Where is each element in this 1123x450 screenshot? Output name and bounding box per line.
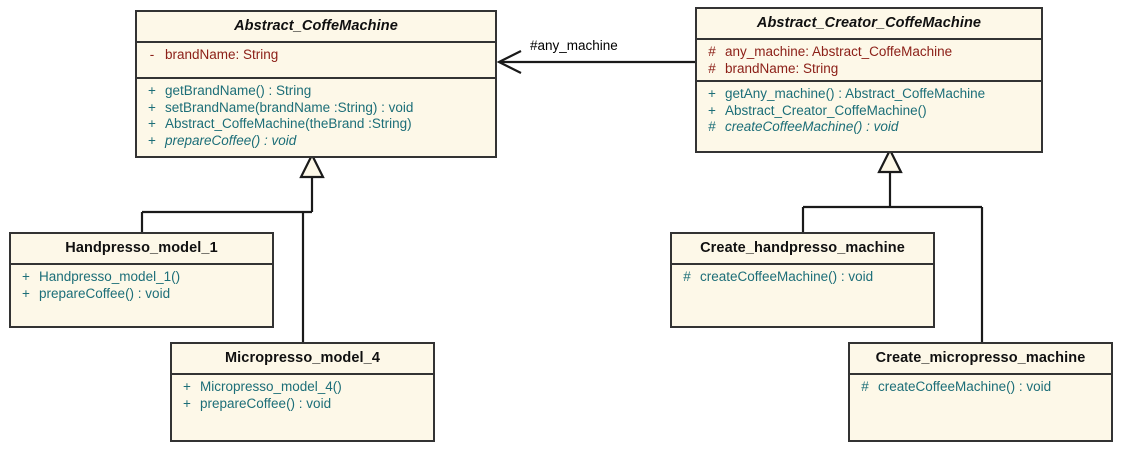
method-row: + Abstract_Creator_CoffeMachine() — [699, 103, 1039, 120]
visibility-marker: + — [22, 269, 30, 284]
methods-compartment-abstract-coffemachine: + getBrandName() : String + setBrandName… — [137, 77, 495, 154]
attribute-row: # any_machine: Abstract_CoffeMachine — [699, 44, 1039, 61]
class-box-abstract-creator-coffemachine[interactable]: Abstract_Creator_CoffeMachine # any_mach… — [695, 7, 1043, 153]
method-signature: Handpresso_model_1() — [39, 269, 181, 284]
class-box-create-micropresso-machine[interactable]: Create_micropresso_machine # createCoffe… — [848, 342, 1113, 442]
visibility-marker: + — [148, 99, 156, 115]
attribute-signature: brandName: String — [725, 60, 839, 76]
class-box-create-handpresso-machine[interactable]: Create_handpresso_machine # createCoffee… — [670, 232, 935, 328]
method-signature: Abstract_CoffeMachine(theBrand :String) — [165, 116, 412, 131]
class-name-handpresso-model-1: Handpresso_model_1 — [65, 240, 218, 256]
class-box-abstract-coffemachine[interactable]: Abstract_CoffeMachine - brandName: Strin… — [135, 10, 497, 158]
method-row: + Handpresso_model_1() — [13, 269, 270, 286]
method-row: + setBrandName(brandName :String) : void — [139, 100, 493, 117]
visibility-marker: # — [683, 269, 691, 284]
method-signature: createCoffeeMachine() : void — [700, 269, 874, 284]
method-signature: prepareCoffee() : void — [200, 395, 332, 411]
class-name-micropresso-model-4: Micropresso_model_4 — [224, 350, 380, 366]
method-signature: getBrandName() : String — [165, 83, 312, 98]
attribute-signature: any_machine: Abstract_CoffeMachine — [725, 44, 953, 59]
class-name-abstract-creator-coffemachine: Abstract_Creator_CoffeMachine — [756, 15, 982, 31]
attribute-signature: brandName: String — [165, 47, 279, 62]
method-row: + getBrandName() : String — [139, 83, 493, 100]
class-name-abstract-coffemachine: Abstract_CoffeMachine — [234, 18, 398, 34]
methods-compartment-create-micropresso-machine: # createCoffeeMachine() : void — [850, 373, 1111, 401]
method-row: + Micropresso_model_4() — [174, 379, 431, 396]
association-label-any-machine: #any_machine — [530, 38, 618, 53]
method-row: # createCoffeeMachine() : void — [852, 379, 1109, 396]
attribute-row: - brandName: String — [139, 47, 493, 64]
visibility-marker: # — [708, 119, 716, 134]
method-row: + prepareCoffee() : void — [13, 286, 270, 303]
method-signature: prepareCoffee() : void — [165, 132, 297, 148]
class-name-create-handpresso-machine: Create_handpresso_machine — [700, 240, 905, 256]
visibility-marker: + — [148, 83, 156, 98]
method-signature: prepareCoffee() : void — [39, 285, 171, 301]
visibility-marker: - — [149, 47, 155, 62]
visibility-marker: # — [708, 44, 716, 59]
visibility-marker: # — [861, 379, 869, 394]
attributes-compartment-abstract-creator-coffemachine: # any_machine: Abstract_CoffeMachine # b… — [697, 38, 1041, 80]
method-signature: setBrandName(brandName :String) : void — [165, 99, 414, 115]
attribute-row: # brandName: String — [699, 61, 1039, 78]
visibility-marker: + — [148, 116, 156, 131]
methods-compartment-create-handpresso-machine: # createCoffeeMachine() : void — [672, 263, 933, 291]
methods-compartment-abstract-creator-coffemachine: + getAny_machine() : Abstract_CoffeMachi… — [697, 80, 1041, 141]
visibility-marker: + — [708, 86, 716, 101]
visibility-marker: + — [22, 285, 30, 301]
class-name-create-micropresso-machine: Create_micropresso_machine — [875, 350, 1086, 366]
visibility-marker: # — [708, 60, 716, 76]
method-row: + getAny_machine() : Abstract_CoffeMachi… — [699, 86, 1039, 103]
method-signature: Abstract_Creator_CoffeMachine() — [725, 102, 927, 118]
method-row-abstract: # createCoffeeMachine() : void — [699, 119, 1039, 136]
method-signature: Micropresso_model_4() — [200, 379, 342, 394]
visibility-marker: + — [183, 395, 191, 411]
attributes-compartment-abstract-coffemachine: - brandName: String — [137, 41, 495, 77]
method-signature: createCoffeeMachine() : void — [878, 379, 1052, 394]
method-row: # createCoffeeMachine() : void — [674, 269, 931, 286]
visibility-marker: + — [708, 102, 716, 118]
methods-compartment-micropresso-model-4: + Micropresso_model_4() + prepareCoffee(… — [172, 373, 433, 417]
method-row: + Abstract_CoffeMachine(theBrand :String… — [139, 116, 493, 133]
method-signature: createCoffeeMachine() : void — [725, 119, 899, 134]
method-row-abstract: + prepareCoffee() : void — [139, 133, 493, 150]
class-box-micropresso-model-4[interactable]: Micropresso_model_4 + Micropresso_model_… — [170, 342, 435, 442]
methods-compartment-handpresso-model-1: + Handpresso_model_1() + prepareCoffee()… — [11, 263, 272, 307]
class-box-handpresso-model-1[interactable]: Handpresso_model_1 + Handpresso_model_1(… — [9, 232, 274, 328]
visibility-marker: + — [148, 132, 156, 148]
method-row: + prepareCoffee() : void — [174, 396, 431, 413]
visibility-marker: + — [183, 379, 191, 394]
method-signature: getAny_machine() : Abstract_CoffeMachine — [725, 86, 986, 101]
association-any-machine — [496, 50, 695, 74]
